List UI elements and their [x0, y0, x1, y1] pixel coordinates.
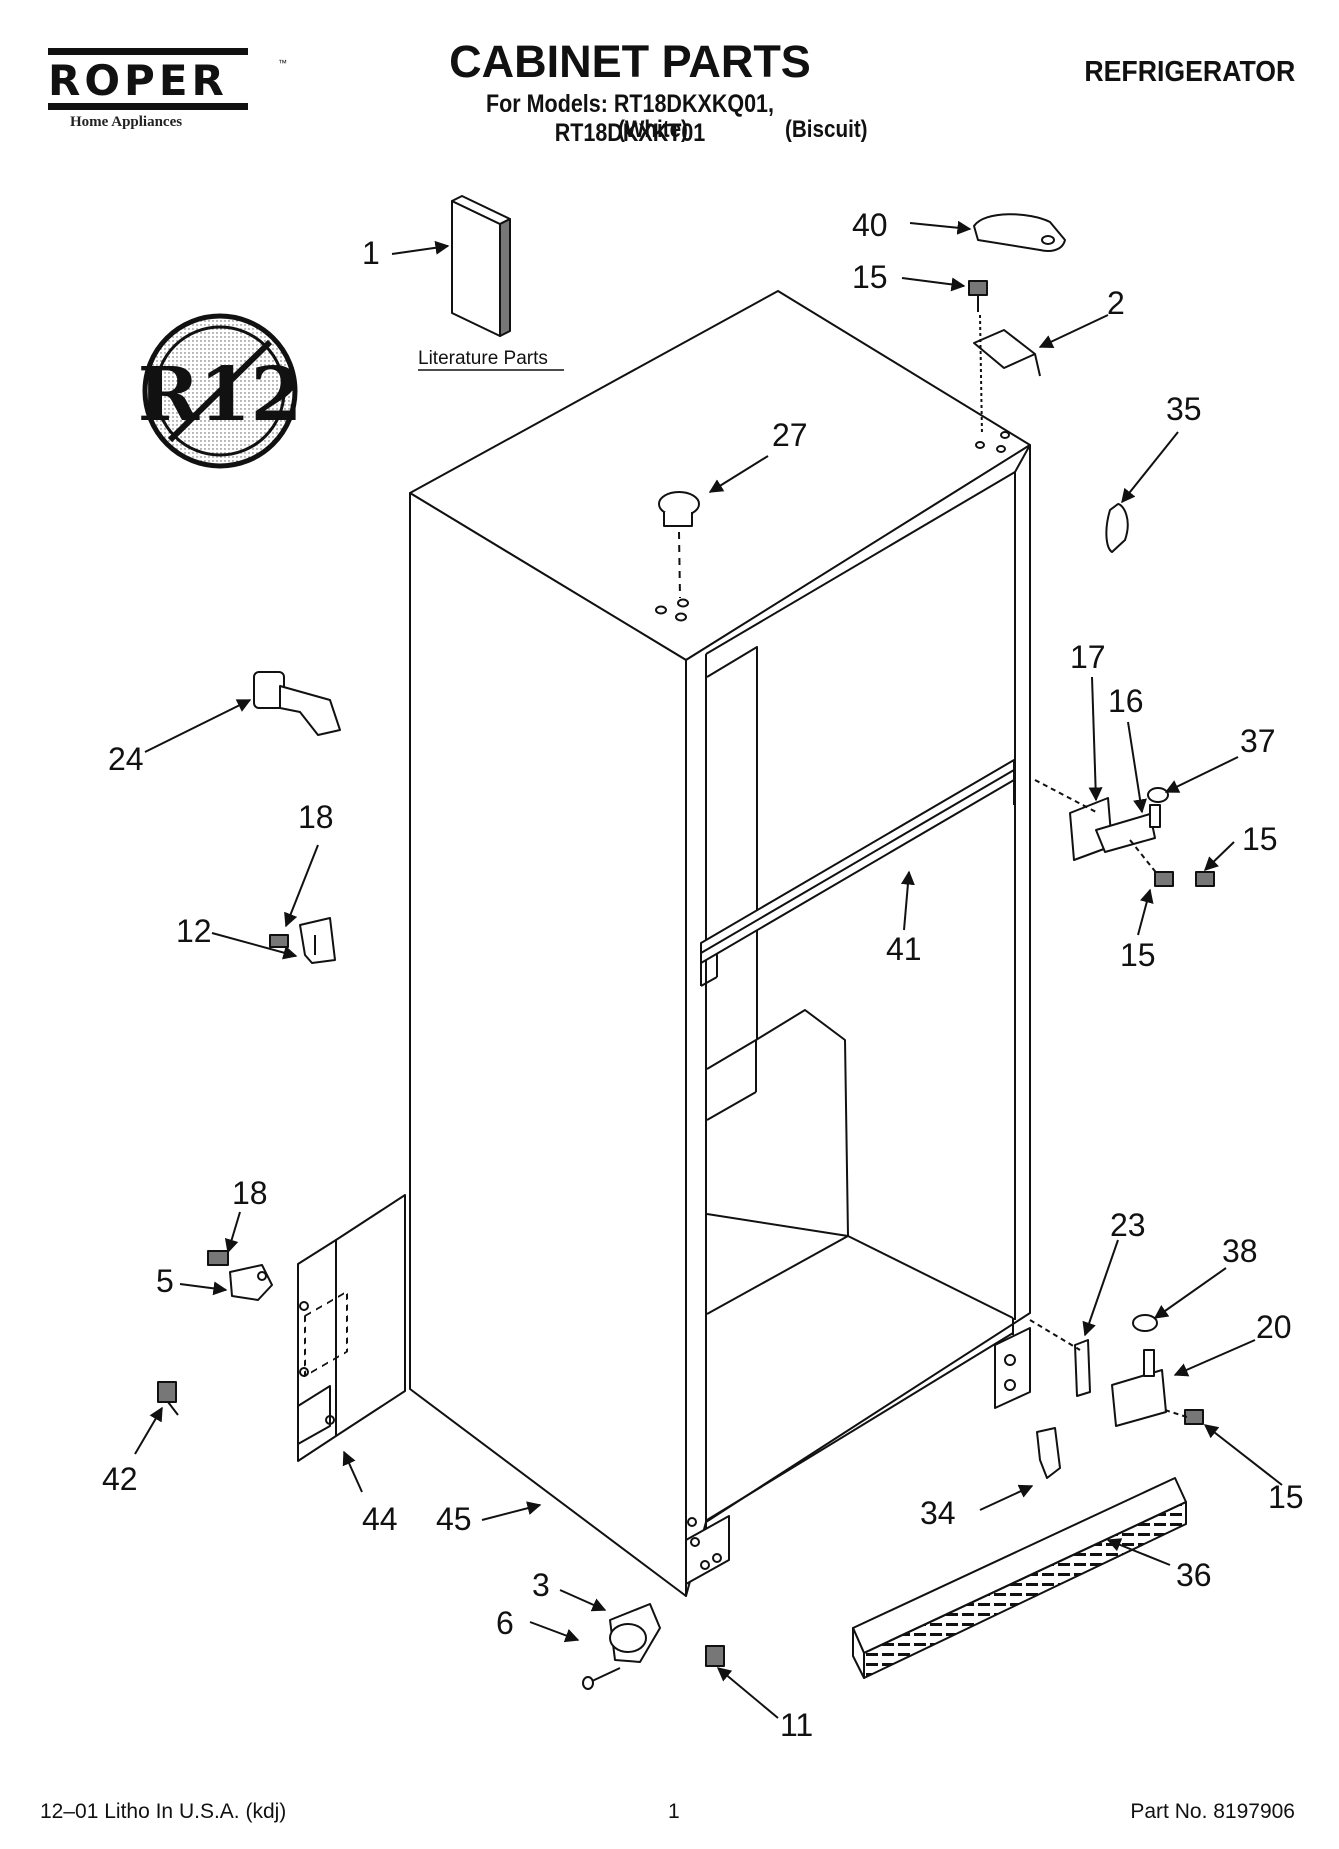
callout-23: 23 — [1110, 1207, 1146, 1243]
top-hinge — [973, 314, 1041, 436]
appliance-category: REFRIGERATOR — [1084, 56, 1295, 88]
hinge-cover — [1105, 503, 1129, 553]
callout-3: 3 — [532, 1567, 550, 1603]
page-title: CABINET PARTS — [449, 36, 811, 87]
callout-27: 27 — [772, 417, 808, 453]
cabinet-body — [409, 290, 1031, 1597]
callout-5: 5 — [156, 1263, 174, 1299]
top-hinge-cover — [973, 213, 1066, 252]
center-hinge-assembly — [1034, 779, 1215, 887]
rear-panel — [297, 1194, 406, 1462]
toe-grille — [852, 1477, 1187, 1679]
callout-18: 18 — [232, 1175, 268, 1211]
callout-37: 37 — [1240, 723, 1276, 759]
callout-41: 41 — [886, 931, 922, 967]
callout-15: 15 — [1268, 1479, 1304, 1515]
callout-20: 20 — [1256, 1309, 1292, 1345]
no-r12-badge — [142, 313, 298, 469]
pin — [582, 1667, 621, 1690]
callout-36: 36 — [1176, 1557, 1212, 1593]
callout-34: 34 — [920, 1495, 956, 1531]
r12-text: R12 — [138, 352, 302, 438]
callout-6: 6 — [496, 1605, 514, 1641]
plug-button — [658, 491, 700, 599]
callout-45: 45 — [436, 1501, 472, 1537]
callout-17: 17 — [1070, 639, 1106, 675]
callout-38: 38 — [1222, 1233, 1258, 1269]
callout-15: 15 — [1242, 821, 1278, 857]
callout-35: 35 — [1166, 391, 1202, 427]
callout-18: 18 — [298, 799, 334, 835]
callout-42: 42 — [102, 1461, 138, 1497]
leveling-screw — [157, 1381, 179, 1416]
literature-booklet — [451, 195, 511, 337]
callout-11: 11 — [780, 1707, 813, 1743]
callout-2: 2 — [1107, 285, 1125, 321]
clip-and-screw — [269, 917, 336, 964]
trademark-symbol: ™ — [278, 58, 287, 68]
callout-24: 24 — [108, 741, 144, 777]
divider-rail — [700, 759, 1015, 987]
grille-clip — [1036, 1427, 1061, 1479]
variant-white: (White) — [618, 116, 688, 143]
callout-1: 1 — [362, 235, 380, 271]
brand-name: ROPER — [48, 56, 228, 105]
callout-15: 15 — [1120, 937, 1156, 973]
logo-bar-top — [48, 48, 248, 55]
variant-biscuit: (Biscuit) — [785, 116, 868, 143]
bottom-hinge-assembly — [994, 1314, 1204, 1427]
callout-40: 40 — [852, 207, 888, 243]
footer-part-number: Part No. 8197906 — [1130, 1800, 1295, 1823]
literature-parts-label: Literature Parts — [418, 348, 548, 369]
footer-print-info: 12–01 Litho In U.S.A. (kdj) — [40, 1800, 287, 1823]
callout-16: 16 — [1108, 683, 1144, 719]
door-stop — [253, 671, 341, 736]
lower-screw — [705, 1645, 725, 1667]
models-line: For Models: RT18DKXKQ01, RT18DKXKT01 — [486, 90, 774, 147]
callout-15: 15 — [852, 259, 888, 295]
brand-subtitle: Home Appliances — [70, 114, 183, 130]
logo-bar-bottom — [48, 103, 248, 110]
roper-logo: ROPER ™ Home Appliances — [48, 48, 287, 131]
callout-12: 12 — [176, 913, 212, 949]
callout-44: 44 — [362, 1501, 398, 1537]
screw-top — [968, 280, 988, 312]
roller-bracket — [609, 1603, 661, 1663]
clamp-and-screw — [207, 1250, 273, 1301]
footer-page-number: 1 — [668, 1800, 680, 1823]
